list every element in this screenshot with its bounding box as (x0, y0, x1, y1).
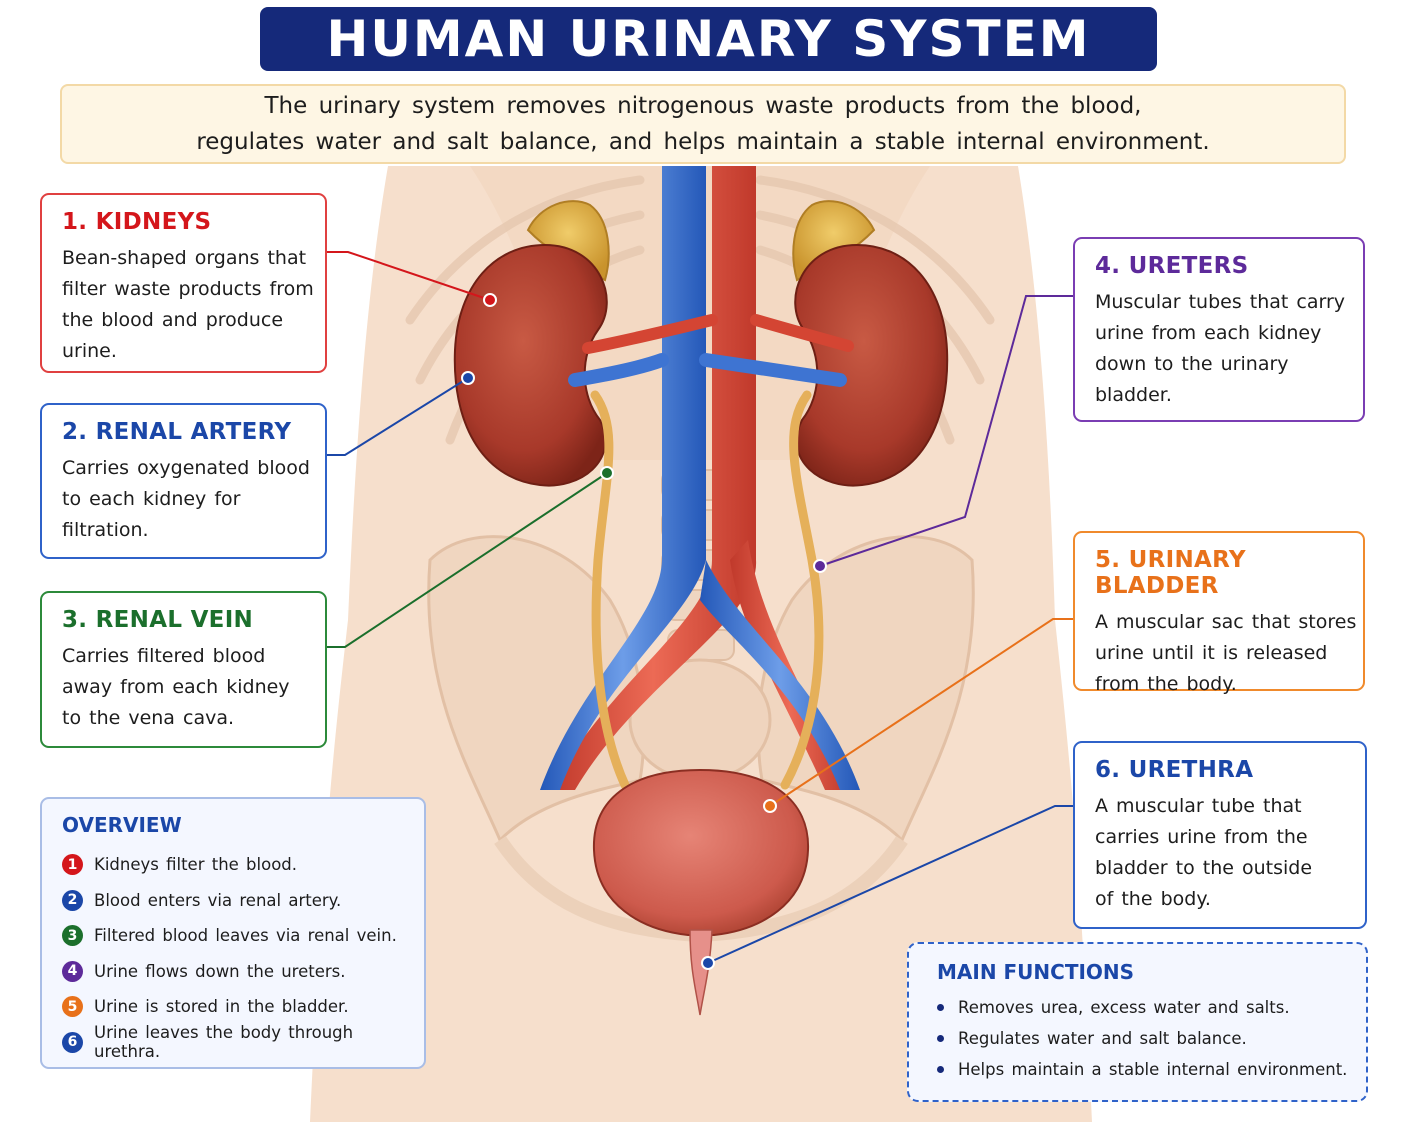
ureters (590, 390, 824, 790)
leader-line-ureters (819, 295, 1073, 567)
marker-ureters (813, 559, 827, 573)
label-card-ureters: 4. URETERS Muscular tubes that carry uri… (1073, 237, 1365, 422)
function-item: Regulates water and salt balance. (937, 1023, 1366, 1054)
function-item-text: Helps maintain a stable internal environ… (958, 1060, 1348, 1079)
marker-kidneys (483, 293, 497, 307)
kidneys-description: Bean-shaped organs that filter waste pro… (62, 247, 314, 362)
vena-cava-and-iliac-veins (540, 166, 860, 790)
urethra (689, 929, 713, 1016)
main-functions-heading: MAIN FUNCTIONS (937, 960, 1135, 984)
bladder-heading: 5. URINARY BLADDER (1095, 547, 1246, 599)
ureters-description: Muscular tubes that carry urine from eac… (1095, 291, 1346, 406)
function-item: Removes urea, excess water and salts. (937, 992, 1366, 1023)
urinary-bladder (592, 768, 810, 936)
bullet-icon (937, 1066, 944, 1073)
step-number-badge: 3 (62, 925, 83, 947)
renal-arteries (582, 314, 854, 354)
kidney-right (794, 243, 949, 487)
overview-item-text: Urine is stored in the bladder. (94, 997, 349, 1017)
leader-line-kidneys (327, 251, 491, 301)
leader-line-renal-artery (327, 377, 469, 456)
label-card-urinary-bladder: 5. URINARY BLADDER A muscular sac that s… (1073, 531, 1365, 695)
marker-bladder (763, 799, 777, 813)
renal-artery-description: Carries oxygenated blood to each kidney … (62, 457, 310, 541)
function-item: Helps maintain a stable internal environ… (937, 1054, 1366, 1085)
overview-item: 4 Urine flows down the ureters. (62, 954, 424, 990)
bullet-icon (937, 1004, 944, 1011)
function-item-text: Removes urea, excess water and salts. (958, 998, 1290, 1017)
renal-vein-heading: 3. RENAL VEIN (62, 607, 254, 633)
ureters-heading: 4. URETERS (1095, 253, 1249, 279)
overview-item-text: Urine leaves the body through urethra. (94, 1023, 354, 1062)
overview-item: 6 Urine leaves the body through urethra. (62, 1023, 424, 1062)
renal-artery-heading: 2. RENAL ARTERY (62, 419, 292, 445)
overview-item: 1 Kidneys filter the blood. (62, 847, 424, 883)
step-number-badge: 6 (62, 1031, 83, 1053)
step-number-badge: 2 (62, 889, 83, 911)
step-number-badge: 1 (62, 854, 83, 876)
intro-banner: The urinary system removes nitrogenous w… (60, 84, 1346, 164)
intro-line-1: The urinary system removes nitrogenous w… (264, 93, 1142, 119)
overview-item-text: Kidneys filter the blood. (94, 855, 298, 875)
marker-renal-vein (600, 466, 614, 480)
renal-vein-description: Carries filtered blood away from each ki… (62, 645, 290, 729)
overview-item-text: Filtered blood leaves via renal vein. (94, 926, 397, 946)
leader-line-urethra (707, 805, 1073, 964)
main-functions-panel: MAIN FUNCTIONS Removes urea, excess wate… (907, 942, 1368, 1102)
intro-line-2: regulates water and salt balance, and he… (196, 129, 1210, 155)
urethra-heading: 6. URETHRA (1095, 757, 1254, 783)
leader-line-renal-vein (327, 472, 608, 648)
bladder-description: A muscular sac that stores urine until i… (1095, 611, 1357, 695)
overview-panel: OVERVIEW 1 Kidneys filter the blood. 2 B… (40, 797, 426, 1069)
overview-item: 2 Blood enters via renal artery. (62, 883, 424, 919)
urethra-description: A muscular tube that carries urine from … (1095, 795, 1313, 910)
overview-heading: OVERVIEW (62, 813, 182, 837)
step-number-badge: 5 (62, 996, 83, 1018)
leader-line-bladder (769, 618, 1073, 807)
marker-renal-artery (461, 371, 475, 385)
overview-item-text: Urine flows down the ureters. (94, 961, 346, 981)
step-number-badge: 4 (62, 960, 83, 982)
bullet-icon (937, 1035, 944, 1042)
overview-item: 3 Filtered blood leaves via renal vein. (62, 918, 424, 954)
function-item-text: Regulates water and salt balance. (958, 1029, 1247, 1048)
label-card-kidneys: 1. KIDNEYS Bean-shaped organs that filte… (40, 193, 327, 373)
label-card-urethra: 6. URETHRA A muscular tube that carries … (1073, 741, 1367, 929)
renal-veins (568, 353, 847, 387)
page-title: HUMAN URINARY SYSTEM (260, 7, 1157, 71)
kidneys-heading: 1. KIDNEYS (62, 209, 212, 235)
marker-urethra (701, 956, 715, 970)
label-card-renal-vein: 3. RENAL VEIN Carries filtered blood awa… (40, 591, 327, 748)
overview-item: 5 Urine is stored in the bladder. (62, 989, 424, 1025)
overview-item-text: Blood enters via renal artery. (94, 890, 342, 910)
label-card-renal-artery: 2. RENAL ARTERY Carries oxygenated blood… (40, 403, 327, 559)
